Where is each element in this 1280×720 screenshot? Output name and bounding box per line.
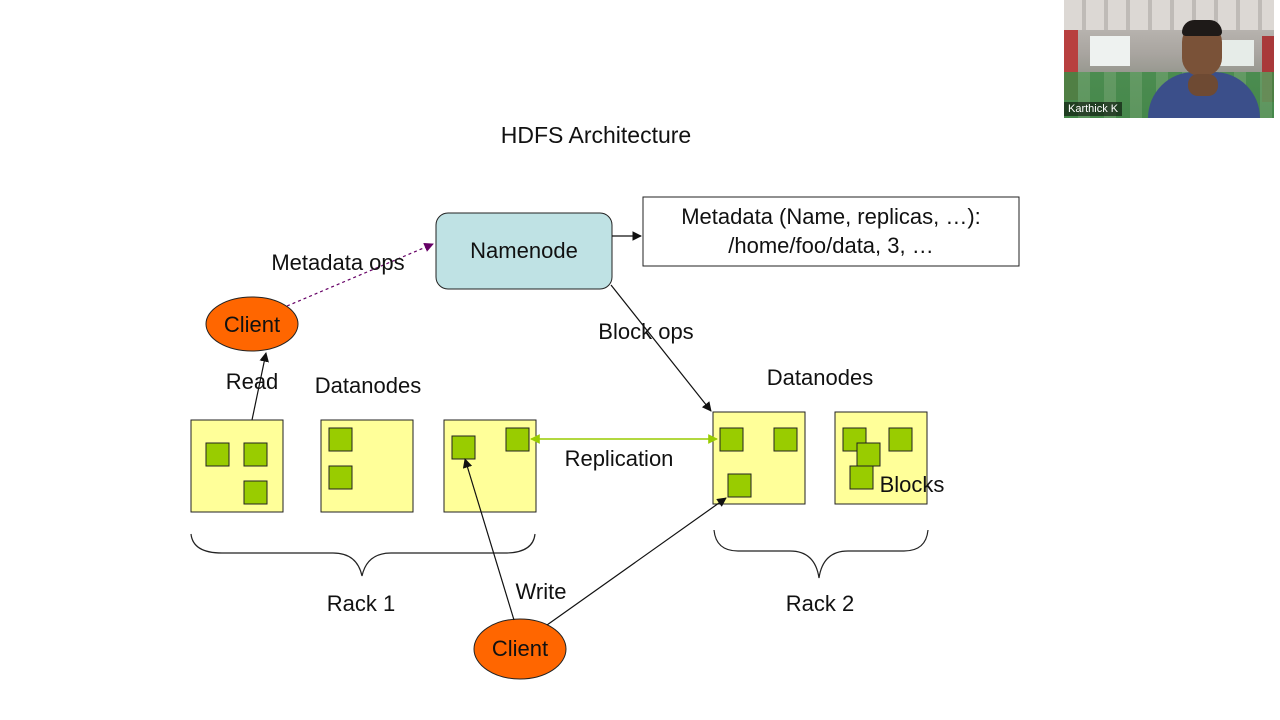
read-arrow bbox=[251, 352, 269, 421]
datanodes-right-label: Datanodes bbox=[767, 365, 873, 390]
rack2-datanode-1 bbox=[712, 411, 806, 505]
namenode-box bbox=[435, 212, 613, 290]
data-block bbox=[328, 427, 353, 452]
block-ops-arrow bbox=[610, 284, 712, 412]
data-block bbox=[243, 480, 268, 505]
metadata-ops-label: Metadata ops bbox=[271, 250, 404, 275]
data-block bbox=[849, 465, 874, 490]
write-label: Write bbox=[516, 579, 567, 604]
data-block bbox=[719, 427, 744, 452]
rack1-label: Rack 1 bbox=[327, 591, 395, 616]
rack1-brace bbox=[190, 533, 536, 577]
data-block bbox=[505, 427, 530, 452]
data-block bbox=[451, 435, 476, 460]
participant-figure bbox=[1182, 20, 1222, 36]
data-block bbox=[205, 442, 230, 467]
metadata-box bbox=[642, 196, 1020, 267]
data-block bbox=[773, 427, 798, 452]
client-read-ellipse bbox=[205, 296, 299, 352]
datanodes-left-label: Datanodes bbox=[315, 373, 421, 398]
participant-figure bbox=[1188, 74, 1218, 96]
client-read-label: Client bbox=[224, 312, 280, 337]
data-block bbox=[727, 473, 752, 498]
replication-label: Replication bbox=[565, 446, 674, 471]
data-block bbox=[888, 427, 913, 452]
client-write-ellipse bbox=[473, 618, 567, 680]
client-write-label: Client bbox=[492, 636, 548, 661]
write-arrow-rack1 bbox=[462, 458, 515, 621]
participant-video-tile[interactable]: Karthick K bbox=[1064, 0, 1274, 118]
slide-title: HDFS Architecture bbox=[501, 122, 691, 148]
data-block bbox=[328, 465, 353, 490]
metadata-ops-arrow bbox=[286, 242, 434, 307]
read-label: Read bbox=[226, 369, 279, 394]
blocks-label: Blocks bbox=[880, 472, 945, 497]
metadata-line-1: Metadata (Name, replicas, …): bbox=[681, 204, 981, 229]
rack1-datanode-3 bbox=[443, 419, 537, 513]
data-block bbox=[856, 442, 881, 467]
rack2-brace bbox=[713, 529, 929, 579]
data-block bbox=[243, 442, 268, 467]
rack1-datanode-1 bbox=[190, 419, 284, 513]
block-ops-label: Block ops bbox=[598, 319, 693, 344]
write-arrow-rack2 bbox=[546, 497, 727, 626]
video-background bbox=[1064, 0, 1274, 30]
participant-name-label: Karthick K bbox=[1064, 102, 1123, 116]
namenode-label: Namenode bbox=[470, 238, 578, 263]
rack2-label: Rack 2 bbox=[786, 591, 854, 616]
video-background bbox=[1090, 36, 1130, 66]
metadata-line-2: /home/foo/data, 3, … bbox=[728, 233, 933, 258]
